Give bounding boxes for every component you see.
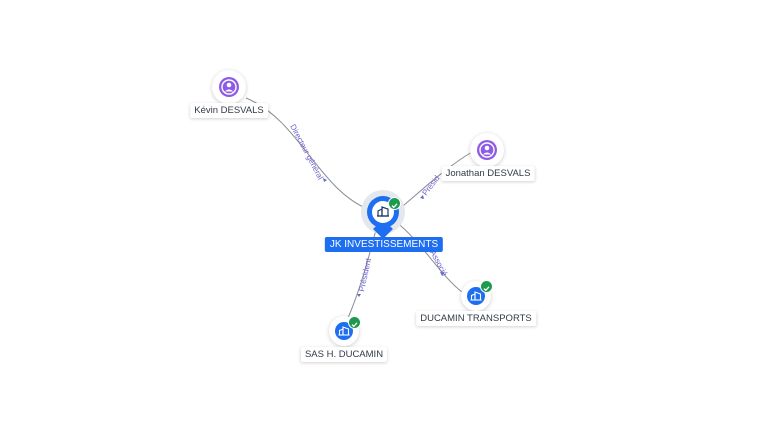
node-label-sas-ducamin[interactable]: SAS H. DUCAMIN (300, 347, 388, 362)
person-icon (477, 140, 497, 160)
edge-center-ducamin-transports (395, 221, 463, 293)
verified-check-icon (480, 280, 493, 293)
edge-arrow-ducamin-transports (440, 272, 444, 276)
building-icon (467, 287, 485, 305)
center-node-label[interactable]: JK INVESTISSEMENTS (324, 237, 444, 252)
node-label-ducamin-transports[interactable]: DUCAMIN TRANSPORTS (416, 311, 536, 326)
edge-arrow-kevin (323, 178, 327, 182)
edge-jonathan-center (397, 151, 473, 211)
node-jonathan-desvals[interactable] (470, 133, 504, 167)
verified-check-icon (348, 316, 361, 329)
edge-label-jonathan: Présid (420, 174, 441, 197)
edge-label-sas-ducamin: Président (357, 257, 373, 293)
edge-label-ducamin-transports: Associé (428, 249, 449, 278)
edge-arrow-sas-ducamin (357, 294, 361, 297)
person-icon (219, 77, 239, 97)
edge-label-kevin: Directeur général (288, 123, 325, 182)
node-kevin-desvals[interactable] (212, 70, 246, 104)
node-label-kevin[interactable]: Kévin DESVALS (190, 103, 268, 118)
verified-check-icon (388, 197, 401, 210)
edge-arrow-jonathan (420, 195, 424, 199)
node-label-jonathan[interactable]: Jonathan DESVALS (441, 166, 535, 181)
node-ducamin-transports[interactable] (461, 281, 491, 311)
